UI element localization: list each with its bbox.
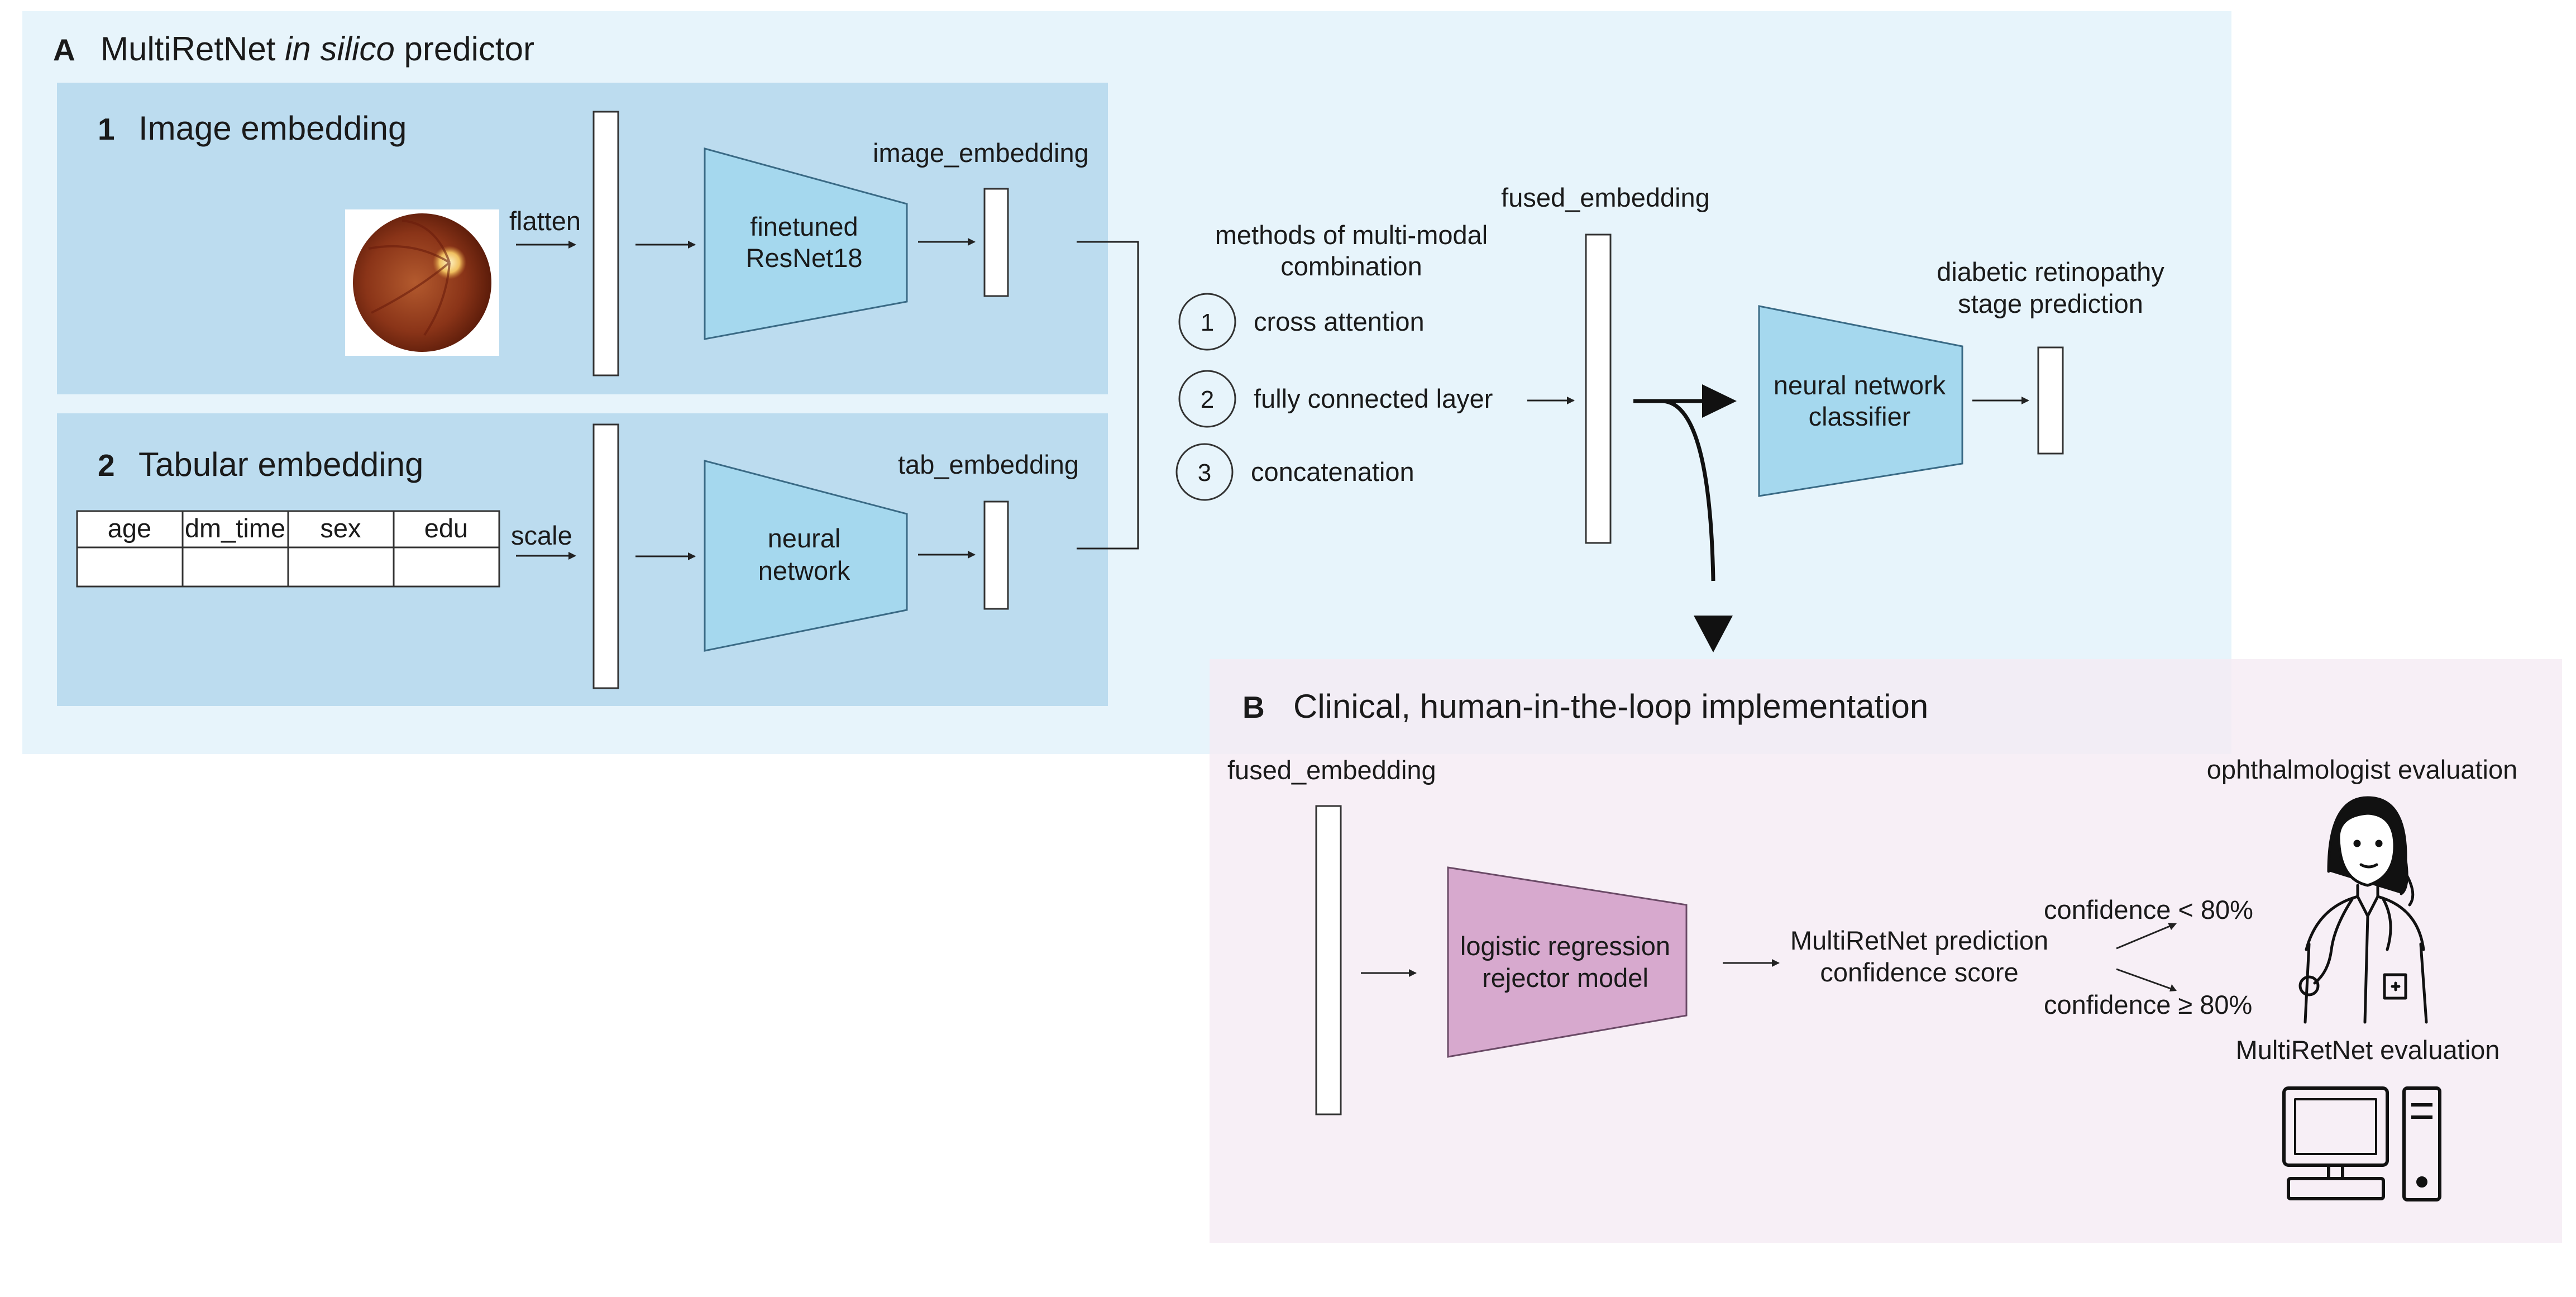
classifier-to-prediction-arrow bbox=[1972, 397, 2029, 404]
rejector-to-score-arrow bbox=[1723, 959, 1780, 967]
ophthalmologist-icon bbox=[2298, 796, 2428, 1024]
tab-embedding-vector bbox=[983, 500, 1009, 610]
low-confidence-arrow bbox=[2116, 923, 2177, 950]
flatten-label: flatten bbox=[509, 206, 581, 236]
prediction-label-line1: diabetic retinopathy bbox=[1937, 257, 2164, 287]
retina-fundus-image bbox=[345, 209, 499, 356]
tabular-data-table: age dm_time sex edu bbox=[76, 510, 500, 588]
scaled-tabular-vector bbox=[592, 423, 619, 689]
fused-embedding-vector bbox=[1585, 233, 1612, 544]
computer-icon bbox=[2282, 1086, 2441, 1201]
svg-text:cross attention: cross attention bbox=[1254, 307, 1425, 336]
prediction-output-vector bbox=[2037, 346, 2064, 455]
confidence-score-line1: MultiRetNet prediction bbox=[1790, 926, 2048, 955]
finetuned-resnet18-model bbox=[704, 147, 908, 340]
table-header-sex: sex bbox=[320, 513, 361, 543]
high-confidence-arrow bbox=[2116, 968, 2177, 991]
multiretnet-evaluation-label: MultiRetNet evaluation bbox=[2236, 1035, 2500, 1065]
svg-text:3: 3 bbox=[1198, 459, 1211, 487]
svg-text:fully connected layer: fully connected layer bbox=[1254, 384, 1493, 413]
tabular-section-number: 2 bbox=[98, 448, 115, 483]
panel-b-letter: B bbox=[1242, 690, 1265, 724]
panel-b-title: Clinical, human-in-the-loop implementati… bbox=[1293, 688, 1928, 725]
resnet-to-embedding-arrow bbox=[918, 238, 976, 246]
nn-to-embedding-arrow bbox=[918, 551, 976, 559]
svg-text:2: 2 bbox=[1201, 386, 1214, 413]
scale-label: scale bbox=[511, 521, 572, 550]
rejector-label-line2: rejector model bbox=[1482, 963, 1648, 993]
tabular-neural-network-model bbox=[704, 460, 908, 652]
resnet-label-line2: ResNet18 bbox=[746, 243, 863, 273]
panel-b-background bbox=[1210, 659, 2562, 1243]
clinical-fused-embedding-vector bbox=[1315, 805, 1342, 1115]
table-header-dm-time: dm_time bbox=[185, 513, 285, 543]
svg-text:1: 1 bbox=[1201, 309, 1214, 336]
tabular-section-title: Tabular embedding bbox=[138, 446, 423, 483]
embedding-merge-bracket bbox=[1077, 241, 1139, 550]
classifier-label-line2: classifier bbox=[1809, 402, 1911, 431]
image-embedding-vector bbox=[983, 188, 1009, 297]
tabular-nn-label-line1: neural bbox=[768, 523, 841, 553]
tab-embedding-label: tab_embedding bbox=[898, 450, 1079, 479]
logistic-regression-rejector-model bbox=[1447, 866, 1688, 1058]
combination-title-line2: combination bbox=[1280, 251, 1422, 281]
method-cross-attention: 1 cross attention bbox=[1178, 293, 1425, 351]
image-section-title: Image embedding bbox=[138, 109, 407, 147]
method-fully-connected-layer: 2 fully connected layer bbox=[1178, 370, 1493, 428]
scale-arrow bbox=[516, 552, 576, 560]
vector-to-resnet-arrow bbox=[635, 241, 696, 249]
resnet-label-line1: finetuned bbox=[750, 212, 858, 241]
neural-network-classifier bbox=[1758, 305, 1963, 497]
confidence-score-line2: confidence score bbox=[1820, 957, 2018, 987]
flattened-image-vector bbox=[592, 111, 619, 376]
panel-a-letter: A bbox=[53, 32, 75, 67]
low-confidence-label: confidence < 80% bbox=[2044, 895, 2253, 924]
fused-to-clinical-arrow bbox=[1661, 399, 1733, 652]
tabular-nn-label-line2: network bbox=[758, 556, 850, 585]
fused-to-rejector-arrow bbox=[1361, 969, 1417, 977]
combination-to-fused-arrow bbox=[1527, 397, 1575, 404]
svg-text:concatenation: concatenation bbox=[1251, 457, 1414, 487]
table-header-edu: edu bbox=[424, 513, 468, 543]
high-confidence-label: confidence ≥ 80% bbox=[2044, 990, 2252, 1019]
panel-a-title: MultiRetNet in silico predictor bbox=[101, 30, 534, 68]
image-section-number: 1 bbox=[98, 112, 115, 146]
prediction-label-line2: stage prediction bbox=[1958, 289, 2143, 318]
combination-title-line1: methods of multi-modal bbox=[1215, 220, 1488, 250]
vector-to-nn-arrow bbox=[635, 552, 696, 560]
image-embedding-section bbox=[57, 83, 1108, 394]
clinical-fused-embedding-label: fused_embedding bbox=[1227, 755, 1436, 785]
ophthalmologist-evaluation-label: ophthalmologist evaluation bbox=[2207, 755, 2518, 784]
table-header-age: age bbox=[108, 513, 151, 543]
method-concatenation: 3 concatenation bbox=[1175, 443, 1414, 501]
flatten-arrow bbox=[516, 241, 576, 249]
rejector-label-line1: logistic regression bbox=[1460, 931, 1670, 961]
image-embedding-label: image_embedding bbox=[873, 138, 1089, 168]
fused-embedding-label: fused_embedding bbox=[1501, 183, 1710, 212]
classifier-label-line1: neural network bbox=[1774, 370, 1946, 400]
